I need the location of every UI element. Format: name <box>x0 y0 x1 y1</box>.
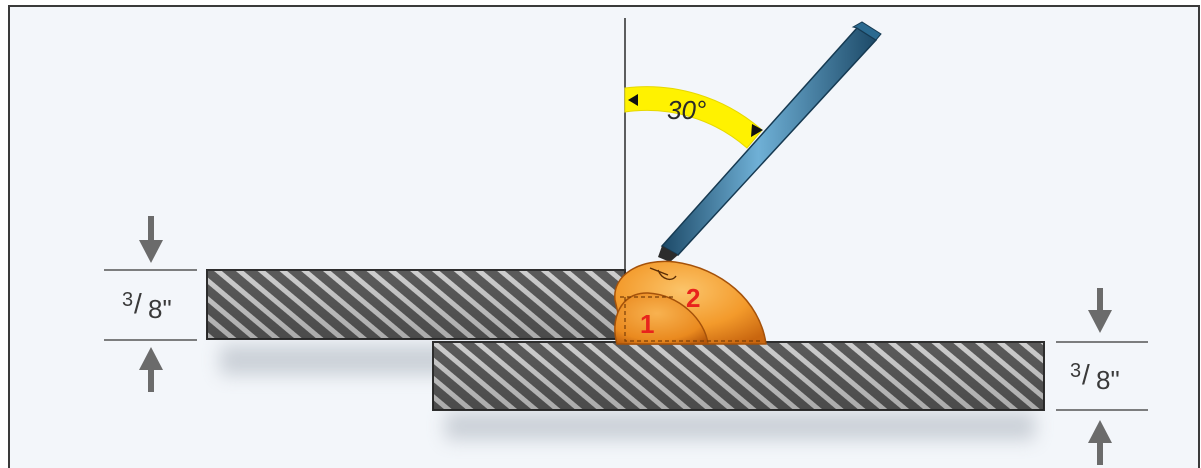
weld-pass-label-1: 1 <box>640 309 654 339</box>
dimension-arrow-up-icon <box>139 347 163 370</box>
top-plate <box>206 269 626 340</box>
top-plate-thickness-den: 8" <box>148 294 172 324</box>
dimension-arrow-down-icon <box>139 240 163 263</box>
top-plate-thickness-num: 3 <box>122 289 133 311</box>
top-plate-dimension: 3 / 8" <box>104 216 197 392</box>
electrode-rod <box>658 21 882 262</box>
weld-pass-label-2: 2 <box>686 283 700 313</box>
weld-pass-1 <box>614 292 709 345</box>
bottom-plate-thickness-num: 3 <box>1070 360 1081 382</box>
arc-mark <box>649 267 677 281</box>
angle-arrow-right <box>751 124 763 137</box>
angle-label: 30° <box>667 95 706 125</box>
bottom-plate <box>432 341 1045 411</box>
weld-fusion-lines <box>620 296 760 342</box>
angle-arrow-left <box>628 94 638 106</box>
dimension-arrow-up-icon <box>1088 420 1112 443</box>
svg-text:/: / <box>134 288 142 319</box>
bottom-plate-thickness-den: 8" <box>1096 365 1120 395</box>
svg-text:/: / <box>1082 359 1090 390</box>
angle-arc <box>624 86 763 149</box>
bottom-plate-dimension: 3 / 8" <box>1056 288 1148 465</box>
dimension-arrow-down-icon <box>1088 310 1112 333</box>
